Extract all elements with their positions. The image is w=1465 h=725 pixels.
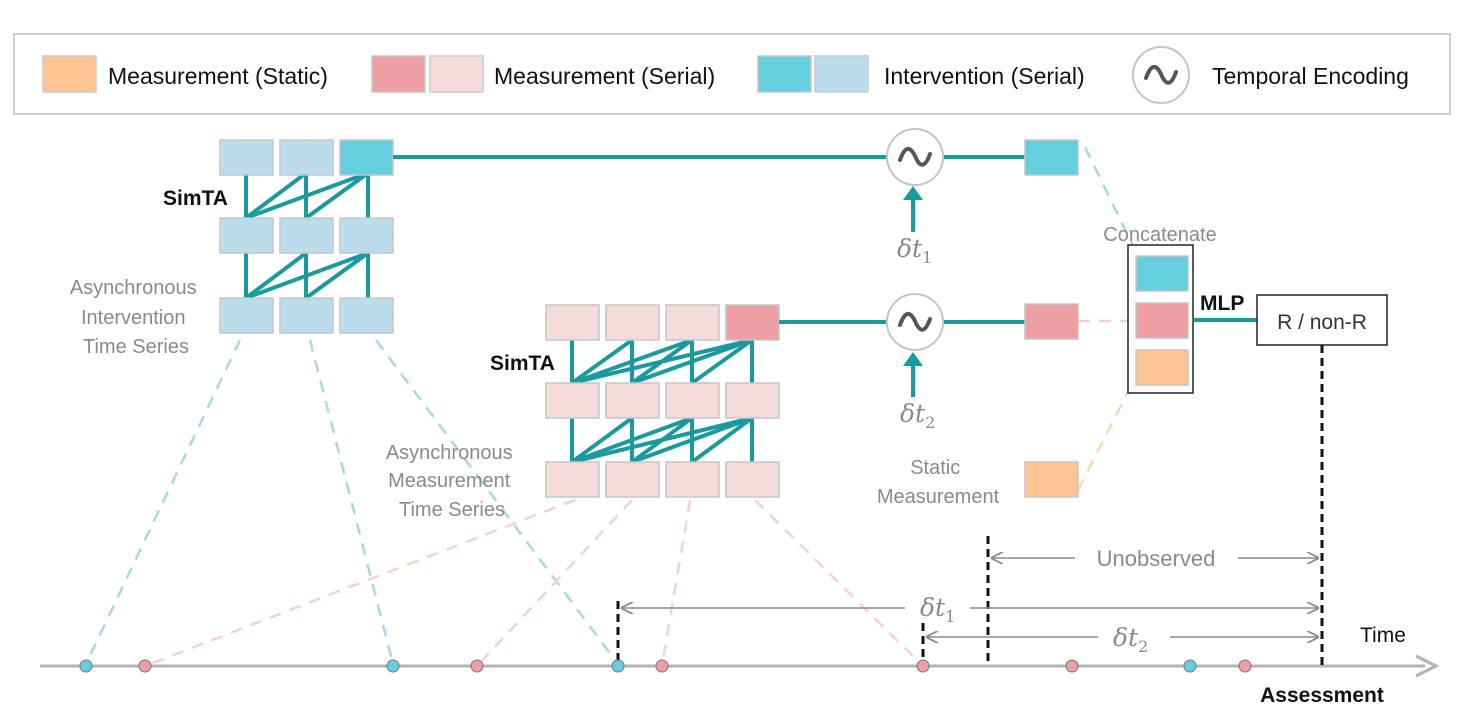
measurement-cell — [605, 461, 660, 498]
measurement-cell — [545, 304, 600, 341]
measurement-cell — [545, 382, 600, 419]
measurement-event-dot — [1238, 659, 1252, 673]
legend-serial-int-label: Intervention (Serial) — [884, 63, 1085, 89]
delta-t2-label-upper: δt2 — [900, 399, 935, 432]
concatenate-label: Concatenate — [1103, 224, 1216, 246]
delta-t1-label-upper: δt1 — [897, 234, 932, 267]
concat-intervention — [1135, 255, 1189, 292]
concat-static — [1135, 349, 1189, 386]
legend-serial-meas-label: Measurement (Serial) — [494, 63, 715, 89]
measurement-cell — [665, 461, 720, 498]
delta-t1-label-timeline: δt1 — [920, 593, 955, 626]
async-intervention-label: Asynchronous Intervention Time Series — [70, 277, 202, 358]
simta-connections-top — [244, 171, 370, 300]
legend-serial-meas-dark-swatch — [371, 55, 426, 93]
intervention-event-dot — [79, 659, 93, 673]
output-box — [1256, 294, 1388, 346]
static-measurement-label: Static Measurement — [877, 457, 1000, 508]
time-label: Time — [1360, 624, 1406, 647]
intervention-event-dot — [611, 659, 625, 673]
measurement-event-dot — [655, 659, 669, 673]
timeline: Time Assessment Unobserved δt1 δt2 — [40, 345, 1440, 707]
measurement-cell — [665, 304, 720, 341]
async-measurement-label: Asynchronous Measurement Time Series — [386, 442, 518, 521]
legend-serial-int-light-swatch — [814, 55, 869, 93]
unobserved-label: Unobserved — [1097, 546, 1216, 571]
intervention-cell — [279, 297, 334, 334]
intervention-event-dot — [386, 659, 400, 673]
concat-measurement — [1135, 302, 1189, 339]
mlp-label: MLP — [1200, 292, 1244, 315]
delta-t2-input-arrow — [903, 352, 923, 397]
simta-label-top: SimTA — [163, 187, 228, 210]
assessment-label: Assessment — [1260, 684, 1384, 707]
measurement-event-dot — [470, 659, 484, 673]
measurement-event-dot — [1065, 659, 1079, 673]
measurement-cell-output — [725, 304, 780, 341]
measurement-cell — [665, 382, 720, 419]
intervention-series: SimTA Asynchronous Intervention Time Ser… — [70, 139, 394, 358]
measurement-event-dot — [916, 659, 930, 673]
measurement-series: SimTA Asynchronous Measurement Time Seri… — [386, 304, 780, 521]
intervention-event-dot — [1183, 659, 1197, 673]
encoded-measurement — [1024, 303, 1079, 340]
tilde-circle-icon — [1132, 46, 1190, 104]
measurement-cell — [725, 382, 780, 419]
measurement-cell — [725, 461, 780, 498]
static-measurement-box — [1024, 461, 1079, 498]
intervention-cell — [219, 217, 274, 254]
legend: Measurement (Static) Measurement (Serial… — [13, 33, 1451, 115]
legend-temporal-label: Temporal Encoding — [1212, 63, 1409, 89]
intervention-cell — [339, 217, 394, 254]
intervention-cell — [219, 297, 274, 334]
delta-t1-input-arrow — [903, 186, 923, 232]
intervention-cell — [279, 139, 334, 176]
legend-serial-int-dark-swatch — [757, 55, 812, 93]
intervention-cell-output — [339, 139, 394, 176]
measurement-event-dot — [138, 659, 152, 673]
tilde-circle-icon — [886, 128, 944, 186]
legend-serial-meas-light-swatch — [429, 55, 484, 93]
simta-connections-bottom — [570, 338, 754, 464]
measurement-cell — [605, 304, 660, 341]
intervention-cell — [219, 139, 274, 176]
encoded-intervention — [1024, 139, 1079, 176]
delta-t2-label-timeline: δt2 — [1113, 623, 1148, 656]
measurement-cell — [605, 382, 660, 419]
output-label: R / non-R — [1277, 311, 1367, 334]
tilde-circle-icon — [886, 293, 944, 351]
measurement-cell — [545, 461, 600, 498]
legend-static-swatch — [42, 55, 97, 93]
simta-label-bottom: SimTA — [490, 352, 555, 375]
legend-static-label: Measurement (Static) — [108, 63, 328, 89]
intervention-cell — [339, 297, 394, 334]
intervention-cell — [279, 217, 334, 254]
